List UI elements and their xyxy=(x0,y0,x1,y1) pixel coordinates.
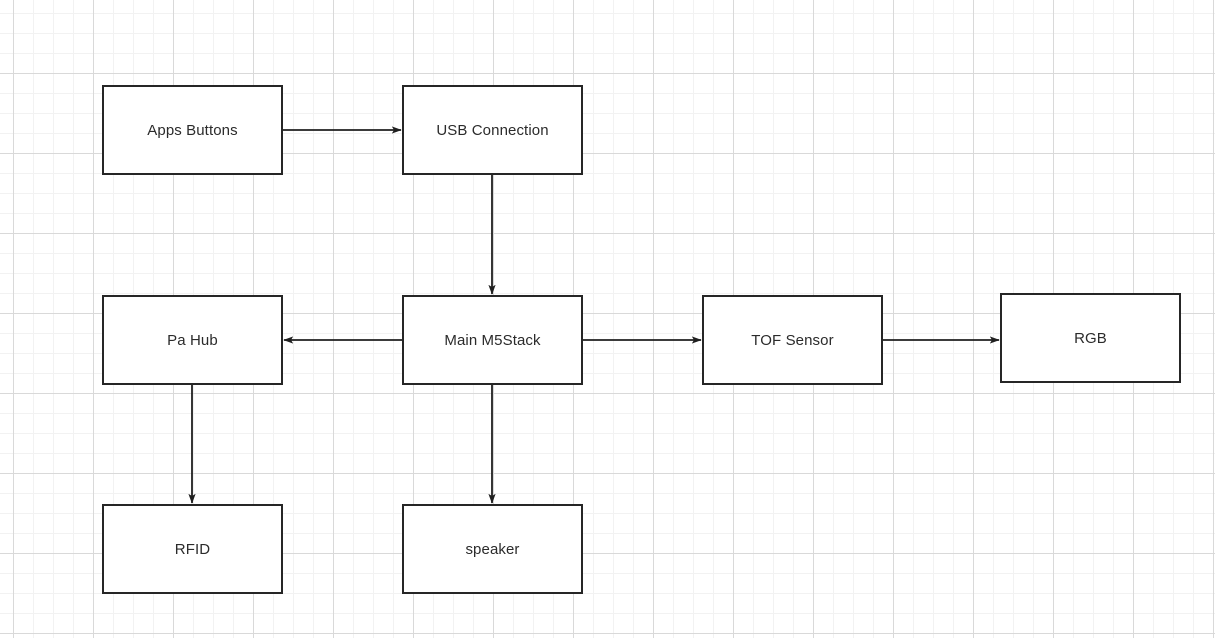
node-label-main-m5stack: Main M5Stack xyxy=(444,331,541,349)
node-tof-sensor[interactable]: TOF Sensor xyxy=(702,295,883,385)
node-label-rgb: RGB xyxy=(1074,329,1107,347)
node-speaker[interactable]: speaker xyxy=(402,504,583,594)
node-pa-hub[interactable]: Pa Hub xyxy=(102,295,283,385)
node-usb-connection[interactable]: USB Connection xyxy=(402,85,583,175)
node-rfid[interactable]: RFID xyxy=(102,504,283,594)
node-main-m5stack[interactable]: Main M5Stack xyxy=(402,295,583,385)
node-label-usb-connection: USB Connection xyxy=(436,121,549,139)
node-label-speaker: speaker xyxy=(465,540,520,558)
node-rgb[interactable]: RGB xyxy=(1000,293,1181,383)
node-label-apps-buttons: Apps Buttons xyxy=(147,121,238,139)
node-apps-buttons[interactable]: Apps Buttons xyxy=(102,85,283,175)
node-label-rfid: RFID xyxy=(174,540,211,558)
node-label-pa-hub: Pa Hub xyxy=(167,331,218,349)
node-label-tof-sensor: TOF Sensor xyxy=(751,331,834,349)
